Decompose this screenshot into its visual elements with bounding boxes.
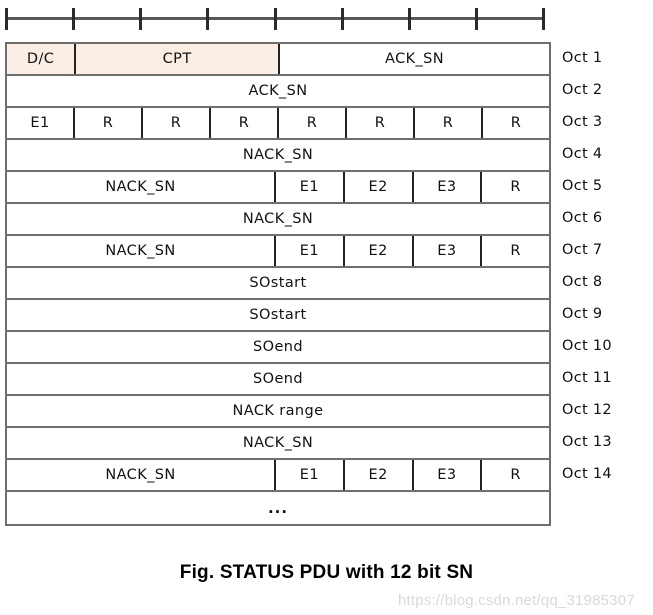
pdu-octet-row: SOend [7,332,549,364]
ruler-tick [5,8,8,30]
pdu-field-cell: R [279,108,347,138]
pdu-octet-row: NACK range [7,396,549,428]
pdu-field-cell: SOend [7,364,549,394]
octet-label: Oct 9 [562,306,603,322]
octet-label: Oct 1 [562,50,603,66]
figure-caption: Fig. STATUS PDU with 12 bit SN [179,562,474,583]
pdu-field-cell: NACK range [7,396,549,426]
pdu-field-cell: E2 [344,236,414,266]
octet-label: Oct 8 [562,274,603,290]
ruler-tick [408,8,411,30]
pdu-octet-row: SOend [7,364,549,396]
pdu-field-cell: NACK_SN [7,236,276,266]
octet-label: Oct 14 [562,466,612,482]
pdu-field-cell: D/C [7,44,77,74]
pdu-field-cell: R [75,108,143,138]
pdu-field-cell: R [211,108,279,138]
pdu-field-cell: E3 [413,460,483,490]
octet-label: Oct 12 [562,402,612,418]
pdu-field-cell: SOstart [7,268,549,298]
pdu-field-cell: ACK_SN [280,44,549,74]
octet-label: Oct 3 [562,114,603,130]
pdu-octet-row: NACK_SN [7,204,549,236]
pdu-field-cell: R [415,108,483,138]
pdu-field-cell: ... [7,492,549,524]
octet-label: Oct 2 [562,82,603,98]
pdu-field-cell: R [347,108,415,138]
ruler-tick [274,8,277,30]
octet-label: Oct 7 [562,242,603,258]
pdu-field-cell: E1 [276,172,345,202]
ruler-tick [206,8,209,30]
ruler-tick [139,8,142,30]
pdu-field-cell: E2 [344,460,414,490]
pdu-field-cell: NACK_SN [7,204,549,234]
ruler-tick [72,8,75,30]
octet-label: Oct 6 [562,210,603,226]
octet-label-column: Oct 1 Oct 2 Oct 3 Oct 4 Oct 5 Oct 6 Oct 7 Oct 8… [562,42,652,522]
pdu-field-cell: E2 [344,172,414,202]
pdu-octet-row: ACK_SN [7,76,549,108]
bit-ruler [5,8,545,32]
pdu-field-cell: NACK_SN [7,460,276,490]
octet-label: Oct 11 [562,370,612,386]
pdu-field-cell: R [482,460,549,490]
pdu-octet-row: SOstart [7,300,549,332]
pdu-field-cell: SOend [7,332,549,362]
pdu-field-cell: ACK_SN [7,76,549,106]
pdu-field-cell: CPT [76,44,280,74]
pdu-field-cell: SOstart [7,300,549,330]
octet-label: Oct 10 [562,338,612,354]
octet-label: Oct 5 [562,178,603,194]
pdu-field-cell: R [482,172,549,202]
watermark-url: https://blog.csdn.net/qq_31985307 [398,592,635,609]
ruler-tick [475,8,478,30]
pdu-field-cell: E1 [7,108,75,138]
pdu-field-cell: NACK_SN [7,428,549,458]
pdu-octet-row: NACK_SN [7,140,549,172]
ruler-tick [341,8,344,30]
pdu-field-cell: E3 [413,172,483,202]
pdu-field-cell: R [483,108,549,138]
octet-label [562,490,652,522]
pdu-octet-row: NACK_SN [7,428,549,460]
pdu-octet-row: SOstart [7,268,549,300]
octet-label: Oct 4 [562,146,603,162]
pdu-field-cell: E1 [276,236,345,266]
pdu-field-cell: R [482,236,549,266]
pdu-field-cell: E3 [413,236,483,266]
ruler-tick [542,8,545,30]
octet-label: Oct 13 [562,434,612,450]
pdu-field-cell: NACK_SN [7,140,549,170]
pdu-field-cell: NACK_SN [7,172,276,202]
pdu-octet-row: ... [7,492,549,524]
pdu-field-cell: R [143,108,211,138]
pdu-field-cell: E1 [276,460,345,490]
